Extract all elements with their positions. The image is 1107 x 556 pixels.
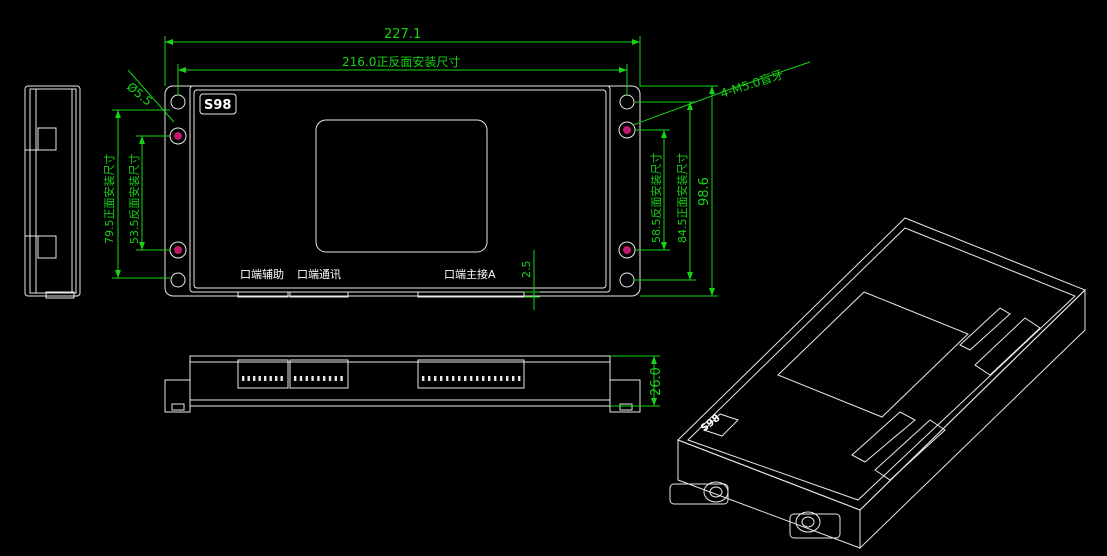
connector-pin	[247, 376, 250, 381]
connector-pin	[488, 376, 491, 381]
edge-view: 26.0	[164, 355, 664, 413]
connector-pin	[512, 376, 515, 381]
connector-pin	[476, 376, 479, 381]
dim-offset: 2.5	[520, 261, 533, 279]
connector-pin	[494, 376, 497, 381]
dim-overall-width: 227.1	[384, 27, 421, 42]
dim-back-mount-h-right: 58.5反面安装尺寸	[649, 153, 663, 244]
connector-label-1: 口端辅助	[240, 267, 284, 281]
connector-pin	[294, 376, 297, 381]
connector-pin	[317, 376, 320, 381]
connector-pin	[470, 376, 473, 381]
dim-overall-height: 98.6	[697, 177, 712, 206]
dim-thread: 4-M5.0盲牙	[718, 66, 785, 100]
dim-thickness: 26.0	[649, 367, 664, 396]
connector-2	[289, 359, 349, 389]
connector-pin	[464, 376, 467, 381]
connector-pin	[269, 376, 272, 381]
connector-pin	[280, 376, 283, 381]
iso-display-window	[777, 291, 969, 418]
connector-3	[417, 359, 525, 389]
side-view	[24, 85, 81, 299]
dim-back-mount-h-left: 53.5反面安装尺寸	[127, 154, 141, 245]
connector-pin	[458, 376, 461, 381]
connector-pin	[340, 376, 343, 381]
connector-pin	[440, 376, 443, 381]
front-view: S98 口端辅助 口端通讯 口端主接A	[164, 85, 641, 298]
connector-pin	[434, 376, 437, 381]
mount-hole-bl	[169, 241, 187, 288]
connector-pin	[305, 376, 308, 381]
connector-pin	[258, 376, 261, 381]
connector-pin	[242, 376, 245, 381]
connector-pin	[500, 376, 503, 381]
connector-pin	[299, 376, 303, 381]
connector-pin	[482, 376, 485, 381]
connector-pin	[452, 376, 455, 381]
connector-pin	[264, 376, 267, 381]
connector-pin	[518, 376, 521, 381]
mount-hole-br	[618, 241, 636, 288]
connector-1	[237, 359, 289, 389]
connector-pin	[334, 376, 337, 381]
dim-hole-diameter: Ø5.5	[124, 80, 155, 109]
connector-label-2: 口端通讯	[297, 268, 341, 281]
connector-pin	[323, 376, 326, 381]
connector-pin	[328, 376, 332, 381]
connector-pin	[428, 376, 431, 381]
connector-pin	[253, 376, 256, 381]
isometric-view: S98	[669, 217, 1086, 550]
logo-text: S98	[204, 98, 231, 113]
connector-pin	[422, 376, 425, 381]
connector-pin	[311, 376, 314, 381]
display-window	[315, 119, 488, 253]
connector-pin	[506, 376, 509, 381]
connector-pin	[446, 376, 449, 381]
connector-label-3: 口端主接A	[444, 268, 496, 281]
dim-front-mount-h-left: 79.5正面安装尺寸	[102, 154, 116, 245]
mount-hole-tr	[618, 94, 636, 139]
connector-pin	[275, 376, 278, 381]
dim-front-mount-h-right: 84.5正面安装尺寸	[675, 153, 689, 244]
dim-mount-width: 216.0正反面安装尺寸	[342, 54, 460, 69]
